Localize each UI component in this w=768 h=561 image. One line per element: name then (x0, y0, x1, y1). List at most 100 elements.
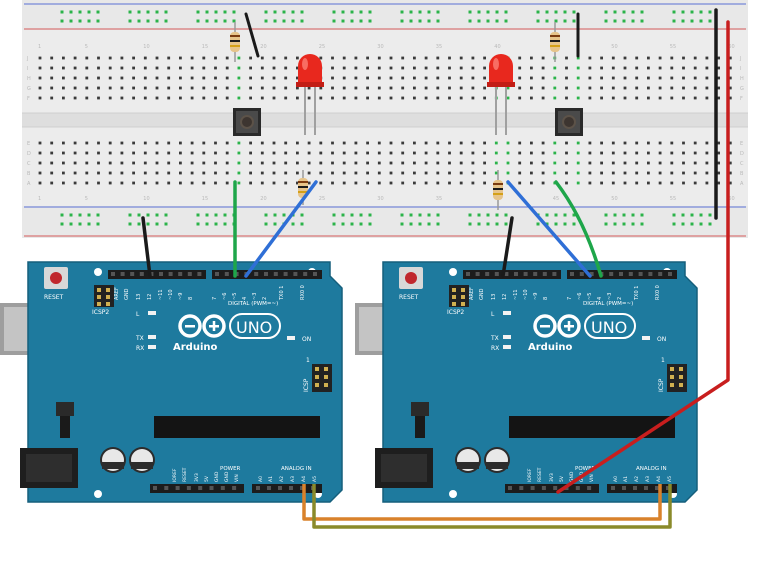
breadboard-components (230, 12, 583, 210)
on-led (642, 336, 650, 340)
rail-hole (300, 19, 304, 23)
terminal-hole (471, 181, 475, 185)
rail-hole (164, 213, 168, 217)
rail-hole (699, 19, 703, 23)
terminal-hole (658, 66, 662, 70)
terminal-hole (214, 86, 217, 90)
terminal-hole (565, 141, 568, 145)
terminal-hole (214, 141, 217, 145)
terminal-hole (401, 56, 405, 60)
pin-label: 4 (597, 297, 603, 300)
terminal-hole (413, 56, 416, 60)
terminal-hole (459, 181, 463, 185)
terminal-hole (342, 161, 346, 165)
header-pin (533, 272, 538, 276)
top-power-rail (22, 0, 748, 30)
terminal-hole (225, 171, 229, 175)
terminal-hole (97, 76, 100, 80)
rail-hole (332, 10, 336, 14)
terminal-hole (249, 141, 252, 145)
terminal-hole (658, 96, 662, 100)
terminal-hole (190, 66, 194, 70)
terminal-hole (179, 86, 182, 90)
terminal-hole (506, 141, 510, 145)
terminal-hole (342, 181, 346, 185)
status-led-label: TX (135, 335, 144, 342)
rail-hole (273, 10, 277, 14)
pin-label: 8 (188, 297, 194, 300)
pin-label: 2 (262, 297, 268, 300)
terminal-hole (541, 161, 545, 165)
terminal-hole (284, 171, 288, 175)
rail-hole (155, 213, 159, 217)
pushbutton-left[interactable] (233, 108, 261, 136)
header-pin (264, 272, 268, 276)
rail-hole (681, 222, 685, 226)
terminal-hole (73, 141, 77, 145)
terminal-hole (120, 76, 124, 80)
led-right (487, 54, 515, 135)
terminal-hole (62, 181, 65, 185)
terminal-hole (143, 96, 147, 100)
rail-hole (545, 10, 549, 14)
terminal-hole (85, 151, 89, 155)
rail-hole (563, 213, 567, 217)
terminal-hole (331, 181, 334, 185)
header-pin (187, 272, 192, 276)
row-letter: C (27, 161, 31, 167)
rail-hole (486, 19, 490, 23)
analog-pin-label: A4 (301, 476, 307, 482)
pin-label: 4 (242, 297, 248, 300)
terminal-hole (389, 86, 393, 90)
header-pin (485, 272, 490, 276)
rail-hole (78, 10, 82, 14)
terminal-hole (190, 151, 194, 155)
row-letter: H (27, 76, 31, 82)
terminal-hole (588, 96, 592, 100)
terminal-hole (97, 96, 100, 100)
rail-hole (699, 213, 703, 217)
terminal-hole (576, 151, 580, 155)
rail-hole (418, 222, 422, 226)
pin-label: ~3 (607, 293, 613, 300)
terminal-hole (565, 56, 568, 60)
terminal-hole (471, 151, 475, 155)
header-pin (648, 272, 653, 276)
terminal-hole (225, 56, 229, 60)
terminal-hole (296, 96, 299, 100)
terminal-hole (413, 86, 416, 90)
rail-hole (468, 19, 472, 23)
terminal-hole (494, 151, 498, 155)
terminal-hole (401, 161, 405, 165)
terminal-hole (272, 66, 276, 70)
terminal-hole (237, 56, 241, 60)
icsp2-pin (461, 295, 465, 299)
arduino-text: Arduino (528, 342, 572, 353)
icsp2-pin (452, 295, 456, 299)
terminal-hole (237, 151, 241, 155)
terminal-hole (413, 161, 416, 165)
terminal-hole (143, 141, 147, 145)
terminal-hole (506, 171, 510, 175)
terminal-hole (647, 66, 650, 70)
pin-label: ~11 (513, 289, 519, 300)
terminal-hole (73, 66, 77, 70)
rail-hole (300, 10, 304, 14)
terminal-hole (635, 181, 639, 185)
analog-pin-label: A2 (279, 476, 285, 482)
terminal-hole (518, 171, 522, 175)
terminal-hole (342, 66, 346, 70)
pushbutton-right[interactable] (555, 108, 583, 136)
reset-label: RESET (44, 294, 64, 301)
reset-button-cap[interactable] (50, 272, 62, 284)
header-pin (153, 486, 157, 490)
pin-label: 7 (567, 297, 573, 300)
on-led (287, 336, 295, 340)
reset-button-cap[interactable] (405, 272, 417, 284)
terminal-hole (611, 76, 615, 80)
terminal-hole (576, 141, 580, 145)
terminal-hole (553, 66, 557, 70)
terminal-hole (179, 56, 182, 60)
terminal-hole (647, 161, 650, 165)
header-pin (579, 272, 584, 276)
